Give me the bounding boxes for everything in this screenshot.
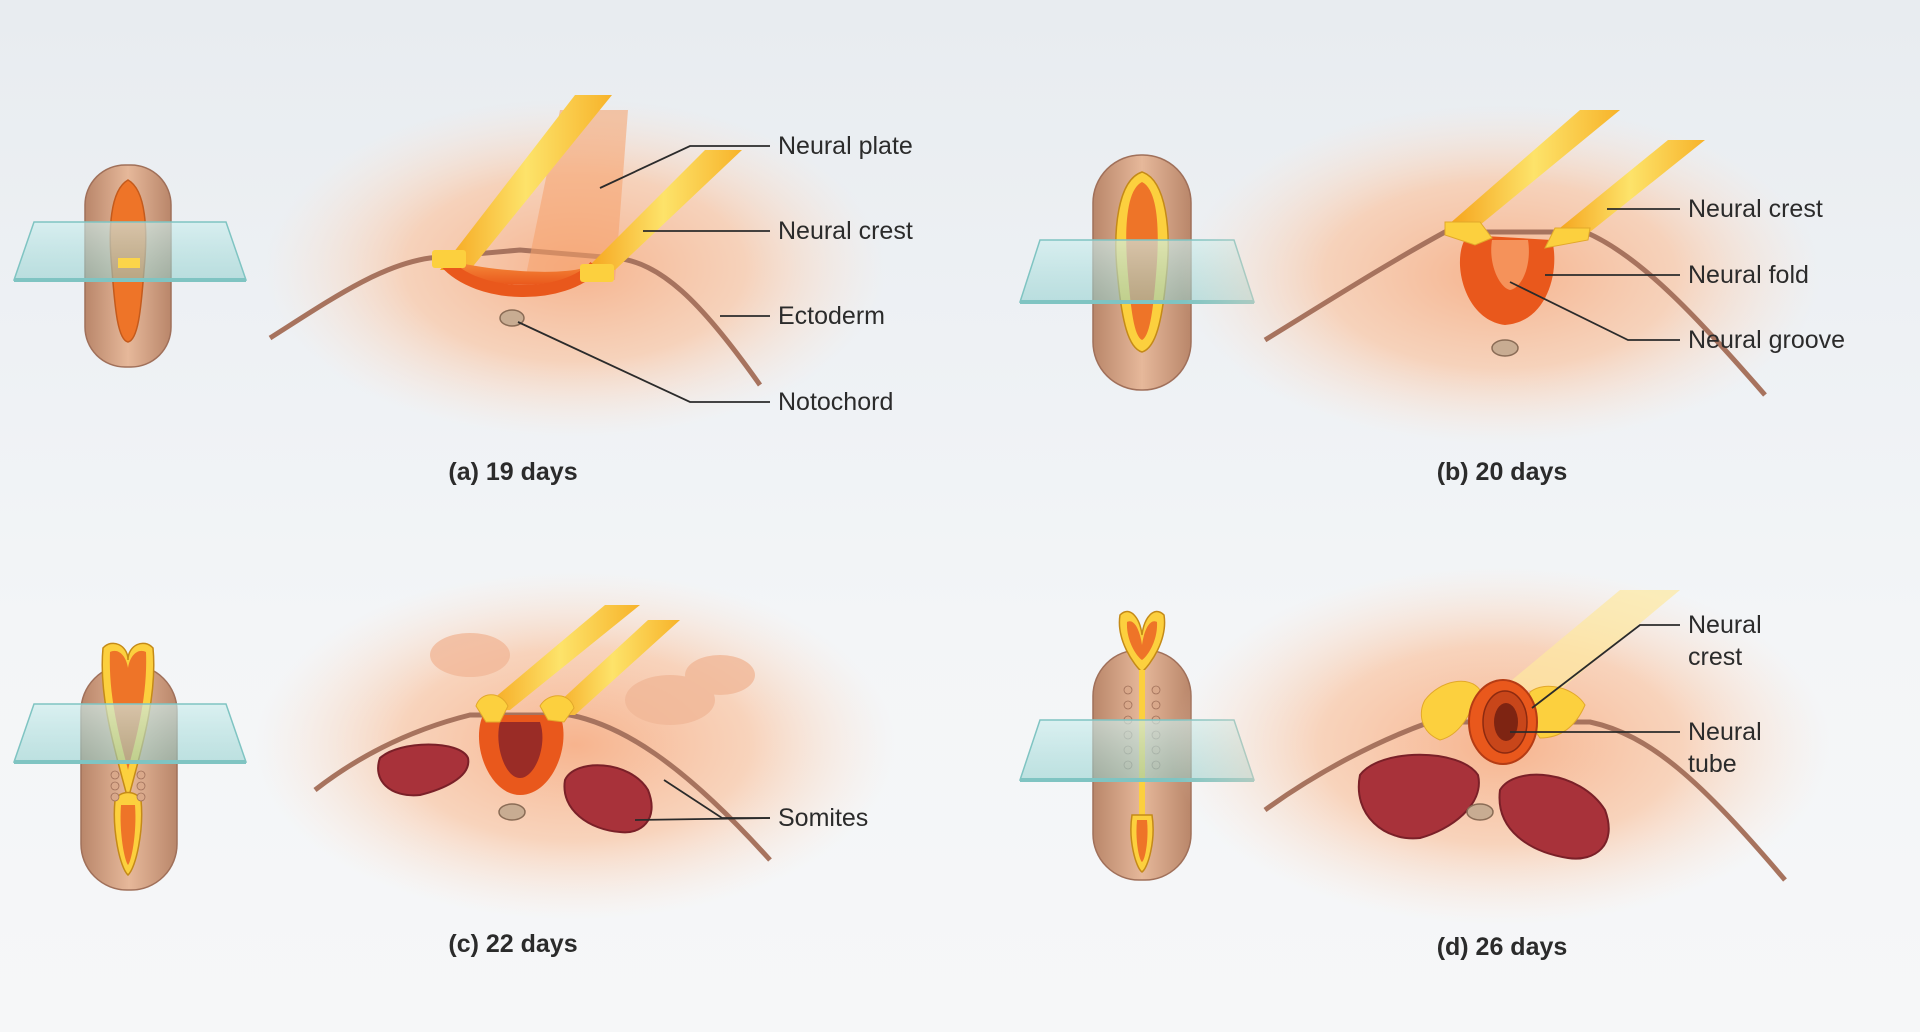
cross-section-a — [265, 95, 885, 438]
label-neural-fold: Neural fold — [1688, 261, 1809, 289]
somite-left-c — [377, 743, 470, 797]
neural-crest-left-d — [1420, 680, 1481, 741]
label-neural-crest-a: Neural crest — [778, 217, 913, 245]
label-somites: Somites — [778, 804, 868, 832]
labels-a: Neural plate Neural crest Ectoderm Notoc… — [448, 132, 912, 486]
caption-d: (d) 26 days — [1437, 933, 1568, 961]
caption-a: (a) 19 days — [448, 458, 577, 486]
cross-section-b — [1180, 105, 1820, 445]
caption-c: (c) 22 days — [448, 930, 577, 958]
somite-right-c — [563, 764, 653, 834]
caption-b: (b) 20 days — [1437, 458, 1568, 486]
label-neural-crest-b: Neural crest — [1688, 195, 1823, 223]
notochord-c — [498, 803, 526, 821]
embryo-a-thumbnail — [12, 164, 248, 368]
label-notochord: Notochord — [778, 388, 893, 416]
panel-d: Neural crest Neural tube (d) 26 days — [1018, 565, 1830, 961]
notochord-d — [1466, 803, 1494, 821]
panel-b: Neural crest Neural fold Neural groove (… — [1018, 105, 1845, 486]
panel-a: Neural plate Neural crest Ectoderm Notoc… — [12, 95, 913, 486]
label-neural-crest-d-line2: crest — [1688, 643, 1742, 671]
embryo-c-thumbnail — [12, 642, 248, 891]
somite-right-d — [1498, 773, 1610, 860]
panel-c: Somites (c) 22 days — [12, 570, 895, 958]
label-neural-tube-line2: tube — [1688, 750, 1737, 778]
section-plane-glass — [12, 703, 248, 763]
cross-section-d — [1170, 565, 1830, 925]
label-neural-tube-line1: Neural — [1688, 718, 1762, 746]
labels-b: Neural crest Neural fold Neural groove (… — [1437, 195, 1845, 486]
labels-c: Somites (c) 22 days — [448, 779, 868, 958]
labels-d: Neural crest Neural tube (d) 26 days — [1437, 611, 1762, 961]
notochord-b — [1491, 339, 1519, 357]
label-neural-groove: Neural groove — [1688, 326, 1845, 354]
embryo-d-thumbnail — [1018, 610, 1256, 881]
label-ectoderm: Ectoderm — [778, 302, 885, 330]
cross-section-c — [255, 570, 895, 920]
label-neural-crest-d-line1: Neural — [1688, 611, 1762, 639]
label-neural-plate: Neural plate — [778, 132, 913, 160]
section-plane-glass — [12, 221, 248, 281]
